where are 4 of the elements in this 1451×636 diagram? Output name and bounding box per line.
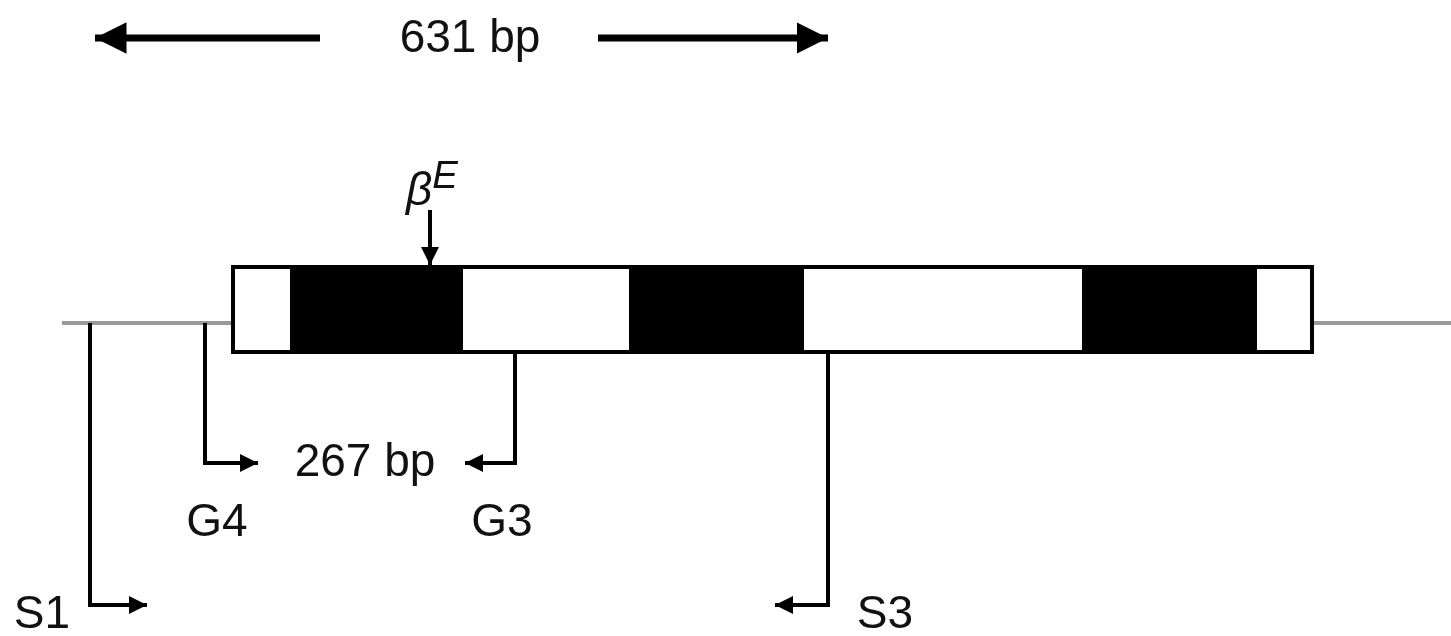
primer-label: S3 [856,589,914,635]
primer-label: G4 [186,497,248,543]
primer-label: G3 [471,497,533,543]
primer-label: S1 [13,589,71,635]
